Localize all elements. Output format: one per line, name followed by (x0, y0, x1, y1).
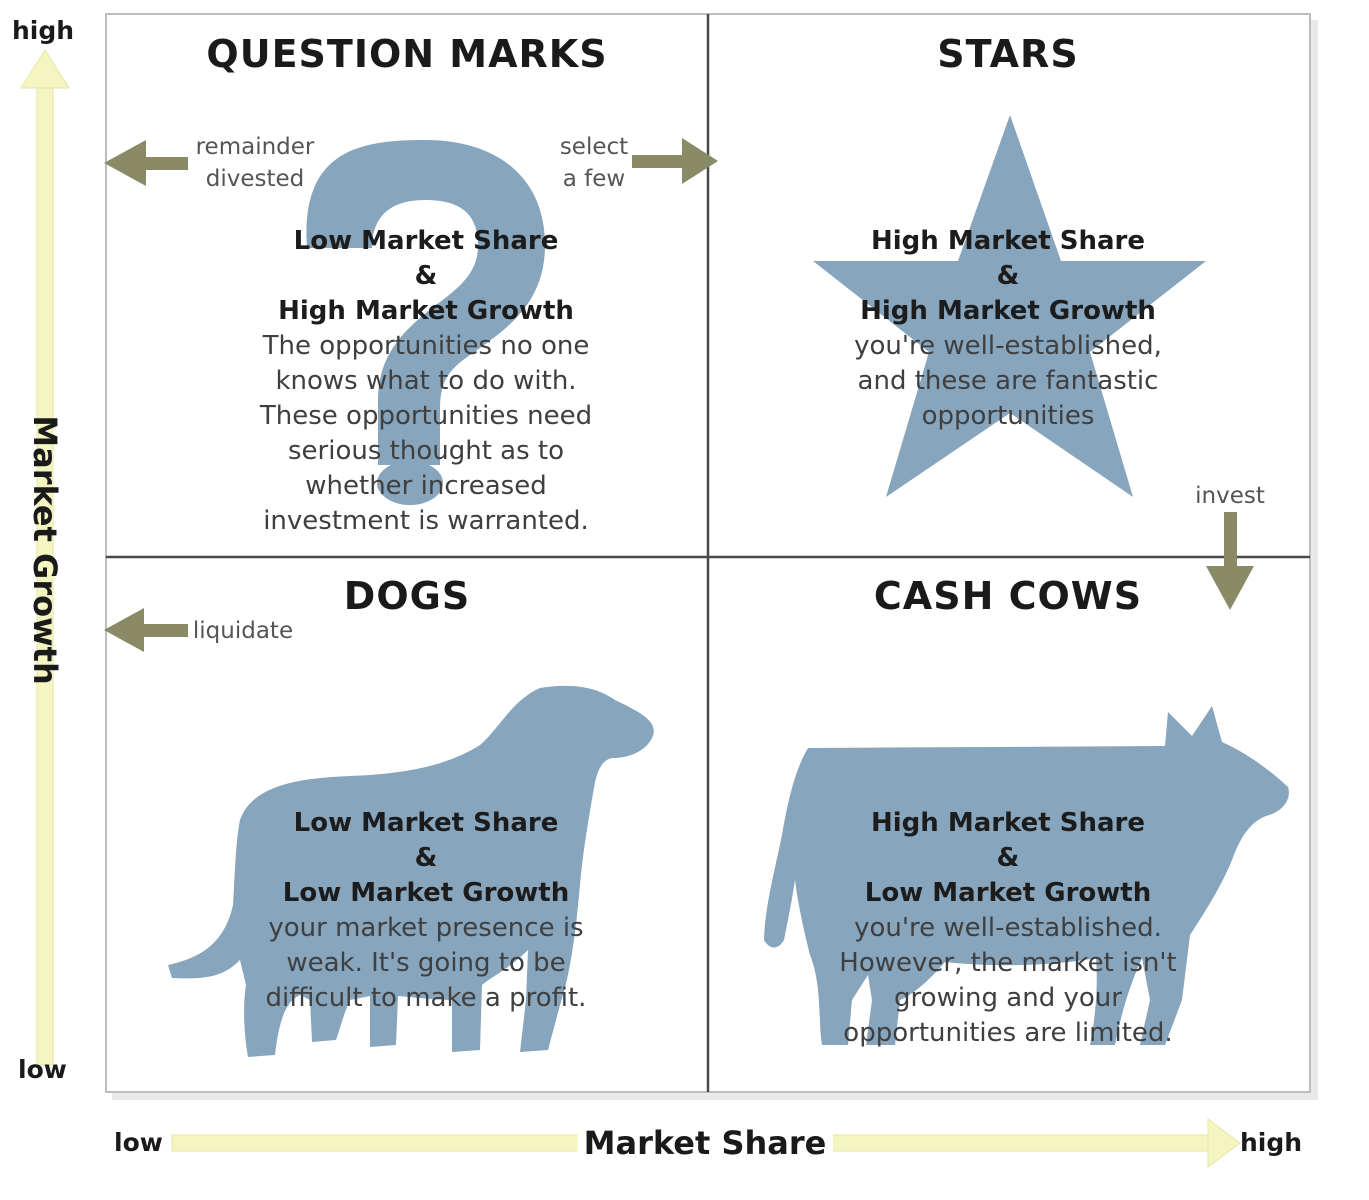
select-arrow-icon (632, 138, 718, 184)
question-marks-desc-line: serious thought as to (288, 436, 564, 466)
select-label-line: select (559, 134, 629, 160)
cash-cows-desc-line: you're well-established. (854, 913, 1162, 943)
stars-growth: High Market Growth (860, 296, 1156, 326)
stars-body: High Market Share & High Market Growth y… (854, 224, 1162, 434)
question-marks-desc-line: whether increased (305, 471, 547, 501)
divest-label-line: remainder (195, 134, 315, 160)
liquidate-arrow-icon (104, 608, 188, 652)
star-icon (813, 115, 1206, 497)
divest-arrow-icon (104, 140, 188, 186)
x-axis-low-label: low (114, 1128, 163, 1157)
dogs-body: Low Market Share & Low Market Growth you… (266, 806, 587, 1016)
y-axis-title: Market Growth (26, 415, 64, 685)
stars-title: STARS (937, 32, 1079, 76)
select-label: select a few (560, 131, 628, 195)
question-marks-desc-line: investment is warranted. (263, 506, 589, 536)
x-axis-high-label: high (1240, 1128, 1303, 1157)
question-marks-growth: High Market Growth (278, 296, 574, 326)
cash-cows-desc-line: growing and your (894, 983, 1122, 1013)
x-axis-title: Market Share (577, 1124, 833, 1162)
stars-share: High Market Share (870, 226, 1146, 256)
divest-label-line: divested (205, 166, 305, 192)
dogs-desc-line: difficult to make a profit. (265, 983, 587, 1013)
stars-amp: & (996, 261, 1020, 291)
question-marks-title: QUESTION MARKS (206, 32, 608, 76)
divest-label: remainder divested (196, 131, 315, 195)
stars-desc-line: you're well-established, (854, 331, 1162, 361)
cash-cows-amp: & (996, 843, 1020, 873)
dogs-amp: & (414, 843, 438, 873)
invest-label: invest (1195, 483, 1265, 509)
cash-cows-title: CASH COWS (873, 574, 1143, 618)
cash-cows-body: High Market Share & Low Market Growth yo… (839, 806, 1176, 1051)
y-axis-arrow (20, 49, 70, 1066)
question-mark-icon (306, 140, 545, 505)
dogs-title: DOGS (343, 574, 471, 618)
cash-cows-growth: Low Market Growth (864, 878, 1152, 908)
stars-desc-line: and these are fantastic (857, 366, 1159, 396)
cow-icon (764, 706, 1289, 1045)
dogs-growth: Low Market Growth (282, 878, 570, 908)
dogs-share: Low Market Share (293, 808, 559, 838)
liquidate-label: liquidate (192, 618, 294, 644)
question-marks-desc-line: These opportunities need (259, 401, 593, 431)
dogs-desc-line: your market presence is (268, 913, 584, 943)
question-marks-desc-line: knows what to do with. (275, 366, 577, 396)
dogs-desc-line: weak. It's going to be (286, 948, 566, 978)
y-axis-low-label: low (18, 1055, 67, 1084)
stars-desc-line: opportunities (921, 401, 1095, 431)
invest-arrow-icon (1206, 512, 1254, 610)
question-marks-desc-line: The opportunities no one (262, 331, 590, 361)
cash-cows-share: High Market Share (870, 808, 1146, 838)
select-label-line: a few (562, 166, 626, 192)
question-marks-amp: & (414, 261, 438, 291)
dog-icon (168, 685, 654, 1057)
question-marks-share: Low Market Share (293, 226, 559, 256)
y-axis-high-label: high (12, 16, 75, 45)
cash-cows-desc-line: However, the market isn't (839, 948, 1177, 978)
cash-cows-desc-line: opportunities are limited. (843, 1018, 1173, 1048)
question-marks-body: Low Market Share & High Market Growth Th… (260, 224, 592, 539)
